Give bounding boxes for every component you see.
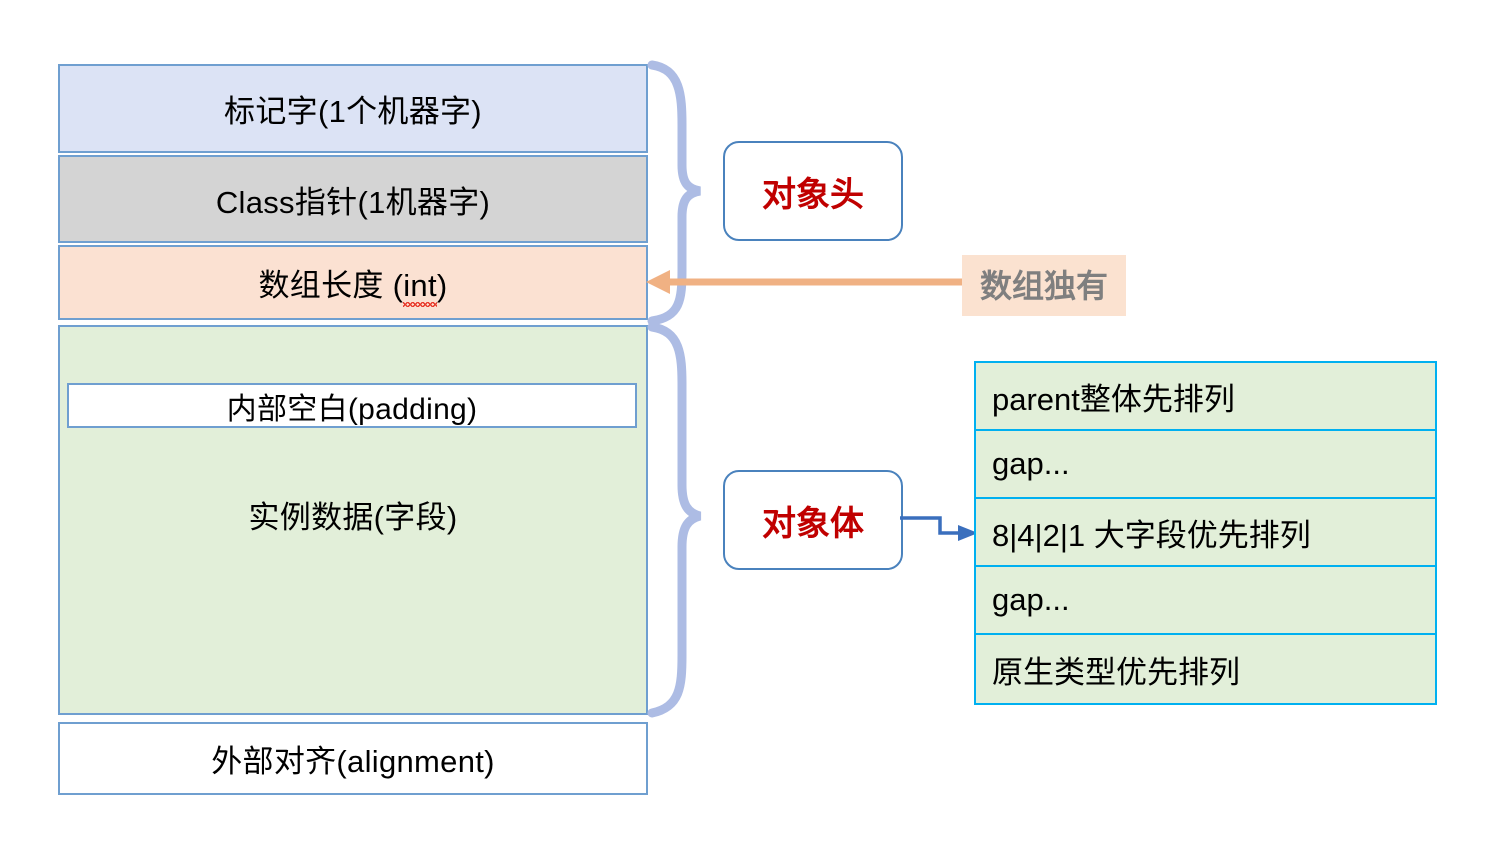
brace-object-header bbox=[647, 60, 701, 326]
field-order-table: parent整体先排列 gap... 8|4|2|1 大字段优先排列 gap..… bbox=[974, 361, 1437, 705]
field-row-label: gap... bbox=[992, 582, 1070, 617]
callout-object-body-label: 对象体 bbox=[762, 504, 864, 543]
field-row-label: gap... bbox=[992, 446, 1070, 481]
array-only-label: 数组独有 bbox=[980, 268, 1109, 304]
memory-block-mark-word: 标记字(1个机器字) bbox=[58, 64, 648, 153]
memory-block-class-pointer: Class指针(1机器字) bbox=[58, 155, 648, 243]
connector-line bbox=[900, 516, 962, 535]
array-length-label-misspelled-word: int bbox=[403, 268, 437, 307]
memory-block-external-alignment: 外部对齐(alignment) bbox=[58, 722, 648, 795]
field-row-label: parent整体先排列 bbox=[992, 381, 1235, 417]
array-only-arrow-head bbox=[646, 270, 670, 294]
internal-padding-label: 内部空白(padding) bbox=[226, 392, 478, 426]
mark-word-label: 标记字(1个机器字) bbox=[224, 94, 482, 129]
table-row: gap... bbox=[976, 431, 1435, 499]
table-row: 8|4|2|1 大字段优先排列 bbox=[976, 499, 1435, 567]
field-row-label: 原生类型优先排列 bbox=[992, 654, 1240, 690]
array-only-highlight: 数组独有 bbox=[962, 255, 1127, 316]
array-length-label: 数组长度 (int) bbox=[258, 260, 448, 307]
array-only-arrow bbox=[646, 270, 970, 294]
brace-object-body bbox=[647, 322, 702, 718]
memory-block-array-length: 数组长度 (int) bbox=[58, 245, 648, 320]
array-length-label-suffix: ) bbox=[436, 268, 448, 303]
field-row-label: 8|4|2|1 大字段优先排列 bbox=[992, 517, 1311, 553]
instance-data-label: 实例数据(字段) bbox=[248, 500, 458, 535]
array-length-label-prefix: 数组长度 ( bbox=[258, 268, 404, 303]
object-body-to-table-connector bbox=[900, 516, 978, 541]
callout-object-header[interactable]: 对象头 bbox=[723, 141, 903, 241]
class-pointer-label: Class指针(1机器字) bbox=[215, 184, 491, 220]
brace-group bbox=[647, 60, 702, 718]
table-row: parent整体先排列 bbox=[976, 363, 1435, 431]
callout-object-header-label: 对象头 bbox=[762, 175, 864, 214]
callout-object-body[interactable]: 对象体 bbox=[723, 470, 903, 570]
table-row: gap... bbox=[976, 567, 1435, 635]
external-alignment-label: 外部对齐(alignment) bbox=[211, 744, 495, 779]
table-row: 原生类型优先排列 bbox=[976, 635, 1435, 703]
memory-block-internal-padding: 内部空白(padding) bbox=[67, 383, 637, 428]
